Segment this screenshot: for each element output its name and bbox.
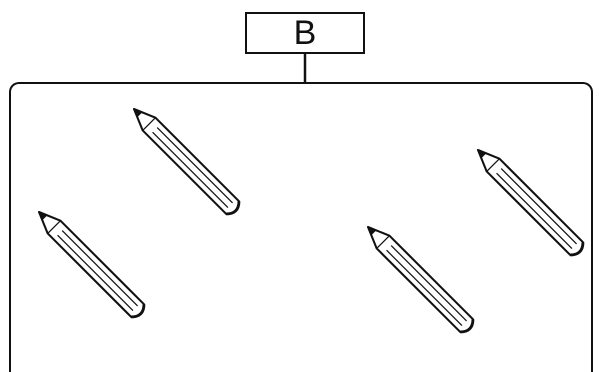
label-box: B	[245, 12, 365, 54]
pencil-icon	[361, 220, 480, 339]
pencil-icon	[471, 143, 590, 262]
pencil-icon	[32, 205, 151, 324]
pencil-icon	[127, 102, 246, 221]
label-text: B	[294, 16, 317, 50]
